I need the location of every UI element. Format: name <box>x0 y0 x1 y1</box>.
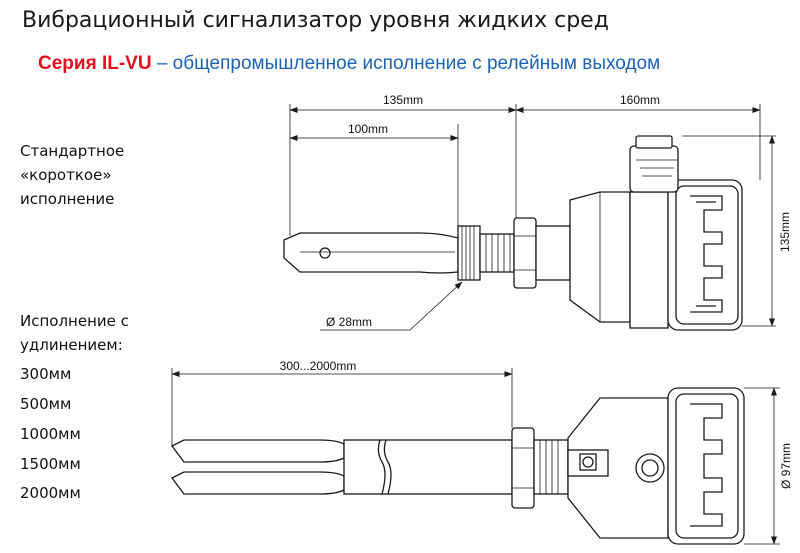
hex-nut <box>511 427 569 509</box>
fork-tine <box>171 439 345 463</box>
page-title: Вибрационный сигнализатор уровня жидких … <box>22 8 609 33</box>
dim-fork-length: 100mm <box>348 122 388 136</box>
subtitle: Серия IL-VU – общепромышленное исполнени… <box>38 53 660 75</box>
standard-version-caption: Стандартное «короткое» исполнение <box>20 139 124 211</box>
hex-nut <box>513 217 537 289</box>
fork-tine <box>171 471 345 495</box>
housing-neck <box>535 225 571 281</box>
dim-total-length: 135mm <box>383 93 423 107</box>
series-description: – общепромышленное исполнение с релейным… <box>151 53 661 74</box>
caption-line: Стандартное <box>20 142 125 160</box>
dim-housing-height: 135mm <box>778 212 792 252</box>
dim-diameter-97: Ø 97mm <box>779 443 793 489</box>
electronics-housing <box>569 179 743 331</box>
length-option: 500мм <box>20 395 72 413</box>
caption-line: Исполнение с <box>20 312 129 330</box>
length-option: 1000мм <box>20 425 81 443</box>
dim-housing-length: 160mm <box>620 93 660 107</box>
dim-length-range: 300...2000mm <box>280 359 357 373</box>
length-option: 300мм <box>20 365 72 383</box>
caption-line: удлинением: <box>20 336 123 354</box>
caption-line: «короткое» <box>20 166 112 184</box>
cable-gland <box>629 135 679 193</box>
length-option: 2000мм <box>20 484 81 502</box>
extended-version-caption: Исполнение с удлинением: <box>20 309 129 357</box>
cable-entry <box>635 453 665 483</box>
series-code: Серия IL-VU <box>38 53 152 74</box>
electronics-housing <box>567 387 745 545</box>
thread-connection <box>457 225 515 281</box>
fork-tine <box>283 232 459 274</box>
ground-terminal <box>579 453 597 471</box>
length-option: 1500мм <box>20 455 81 473</box>
dim-diameter-28: Ø 28mm <box>326 315 372 329</box>
extended-sensor-drawing: 300...2000mm Ø 97mm <box>171 359 793 545</box>
extension-tube <box>343 439 513 495</box>
caption-line: исполнение <box>20 190 115 208</box>
standard-sensor-drawing: 135mm 160mm 100mm 135mm Ø 28mm <box>283 93 792 331</box>
